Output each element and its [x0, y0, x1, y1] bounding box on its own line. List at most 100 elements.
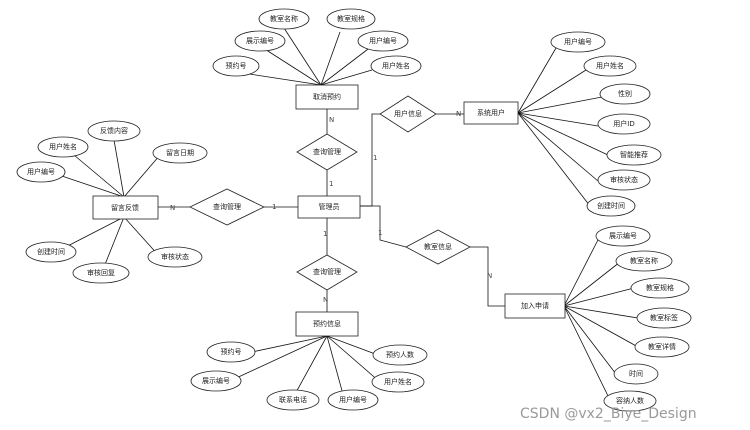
attr-sysuser-4: 智能推荐	[606, 144, 662, 166]
attr-cancel-0: 教室名称	[258, 8, 310, 30]
card-join-top: N	[487, 272, 492, 280]
attr-sysuser-3-label: 用户ID	[613, 119, 634, 128]
attr-sysuser-2-label: 性别	[618, 89, 632, 98]
attr-sysuser-0-label: 用户编号	[564, 37, 592, 46]
attr-reservation-4: 联系电话	[266, 389, 320, 411]
attr-join-5: 时间	[613, 363, 659, 385]
attr-join-3-label: 教室标签	[650, 313, 678, 322]
entity-cancel-label: 取消预约	[313, 92, 341, 101]
attr-join-1: 教室名称	[615, 250, 673, 272]
relationship-classroom-label: 教室信息	[424, 242, 452, 251]
card-reservation-top: N	[323, 296, 328, 304]
attr-feedback-1-label: 用户姓名	[49, 142, 77, 151]
entity-sysuser-label: 系统用户	[477, 108, 505, 117]
relationship-query-bottom: 查询管理	[296, 254, 358, 291]
attr-reservation-2: 展示编号	[190, 370, 242, 392]
attr-sysuser-3: 用户ID	[597, 113, 651, 135]
attr-cancel-3: 用户编号	[357, 30, 409, 52]
attr-join-1-label: 教室名称	[630, 256, 658, 265]
attr-join-0: 展示编号	[595, 225, 651, 247]
relationship-query-top-label: 查询管理	[313, 147, 341, 156]
attr-feedback-5-label: 审核状态	[161, 252, 189, 261]
attr-cancel-5-label: 用户姓名	[382, 61, 410, 70]
attr-feedback-1: 用户姓名	[37, 136, 89, 158]
entity-feedback: 留言反馈	[92, 195, 159, 220]
attr-reservation-5-label: 用户编号	[339, 395, 367, 404]
attr-sysuser-4-label: 智能推荐	[620, 150, 648, 159]
attr-reservation-2-label: 展示编号	[202, 376, 230, 385]
card-admin-top: 1	[329, 180, 333, 188]
attr-feedback-4: 创建时间	[25, 241, 77, 263]
card-admin-bottom: 1	[323, 230, 327, 238]
relationship-query-top: 查询管理	[296, 133, 358, 171]
csdn-watermark: CSDN @vx2_Biye_Design	[520, 406, 697, 422]
entity-admin-label: 管理员	[319, 202, 340, 211]
attr-feedback-6-label: 审核回复	[87, 268, 115, 277]
attr-cancel-2-label: 展示编号	[246, 36, 274, 45]
attr-sysuser-2: 性别	[599, 83, 651, 105]
attr-feedback-6: 审核回复	[72, 262, 130, 284]
attr-cancel-5: 用户姓名	[370, 55, 422, 77]
attr-cancel-1: 教室规格	[326, 8, 376, 30]
entity-sysuser: 系统用户	[463, 101, 519, 125]
attr-join-2-label: 教室规格	[646, 283, 674, 292]
entity-join-label: 加入申请	[521, 301, 549, 310]
entity-reservation-label: 预约信息	[313, 319, 341, 328]
attr-cancel-3-label: 用户编号	[369, 36, 397, 45]
attr-reservation-5: 用户编号	[327, 389, 379, 411]
relationship-classroom: 教室信息	[405, 229, 471, 265]
attr-reservation-0: 预约号	[206, 341, 256, 363]
cardinality-labels: 1 N 1 N 1 N 1 N 1 N	[170, 110, 492, 304]
attr-join-4: 教室详情	[634, 336, 690, 358]
attr-sysuser-1: 用户姓名	[583, 55, 637, 77]
attr-reservation-3: 用户姓名	[371, 371, 425, 393]
attr-reservation-3-label: 用户姓名	[384, 377, 412, 386]
attr-join-6: 容纳人数	[603, 390, 657, 412]
attr-join-5-label: 时间	[629, 369, 643, 378]
card-admin-down-right: 1	[378, 229, 382, 237]
attr-join-6-label: 容纳人数	[616, 396, 644, 405]
card-admin-right: 1	[373, 154, 377, 162]
attr-reservation-1-label: 预约人数	[386, 350, 414, 359]
attr-cancel-1-label: 教室规格	[337, 14, 365, 23]
attr-sysuser-6: 创建时间	[586, 195, 636, 217]
relationship-userinfo: 用户信息	[379, 95, 437, 133]
attr-sysuser-6-label: 创建时间	[597, 201, 625, 210]
attr-cancel-2: 展示编号	[234, 30, 286, 52]
attr-join-4-label: 教室详情	[648, 342, 676, 351]
attr-sysuser-1-label: 用户姓名	[596, 61, 624, 70]
relationship-query-bottom-label: 查询管理	[313, 267, 341, 276]
relationship-query-left: 查询管理	[189, 188, 265, 226]
attr-reservation-0-label: 预约号	[221, 347, 242, 356]
entity-feedback-label: 留言反馈	[111, 203, 139, 212]
card-sysuser-left: N	[456, 110, 461, 118]
attr-feedback-3-label: 用户编号	[27, 167, 55, 176]
attr-feedback-0-label: 反馈内容	[100, 126, 128, 135]
attr-feedback-2-label: 留言日期	[166, 148, 194, 157]
entity-join: 加入申请	[504, 293, 566, 319]
attr-feedback-0: 反馈内容	[87, 120, 141, 142]
attr-sysuser-5: 审核状态	[597, 169, 651, 191]
attr-cancel-4: 预约号	[212, 55, 260, 77]
attr-feedback-2: 留言日期	[152, 142, 208, 164]
attr-join-0-label: 展示编号	[609, 231, 637, 240]
attr-feedback-3: 用户编号	[16, 161, 66, 183]
attr-reservation-4-label: 联系电话	[279, 395, 307, 404]
attr-sysuser-0: 用户编号	[550, 31, 606, 53]
entity-cancel: 取消预约	[295, 84, 359, 110]
attr-reservation-1: 预约人数	[372, 344, 428, 366]
card-admin-left: 1	[272, 203, 276, 211]
attr-feedback-4-label: 创建时间	[37, 247, 65, 256]
entity-reservation: 预约信息	[295, 311, 359, 337]
attr-cancel-4-label: 预约号	[226, 61, 247, 70]
attr-cancel-0-label: 教室名称	[270, 14, 298, 23]
attr-join-2: 教室规格	[630, 277, 690, 299]
card-feedback-right: N	[170, 204, 175, 212]
attr-feedback-5: 审核状态	[147, 246, 203, 268]
relationship-userinfo-label: 用户信息	[394, 109, 422, 118]
card-cancel-bottom: N	[329, 116, 334, 124]
relationship-query-left-label: 查询管理	[213, 202, 241, 211]
attr-sysuser-5-label: 审核状态	[610, 175, 638, 184]
